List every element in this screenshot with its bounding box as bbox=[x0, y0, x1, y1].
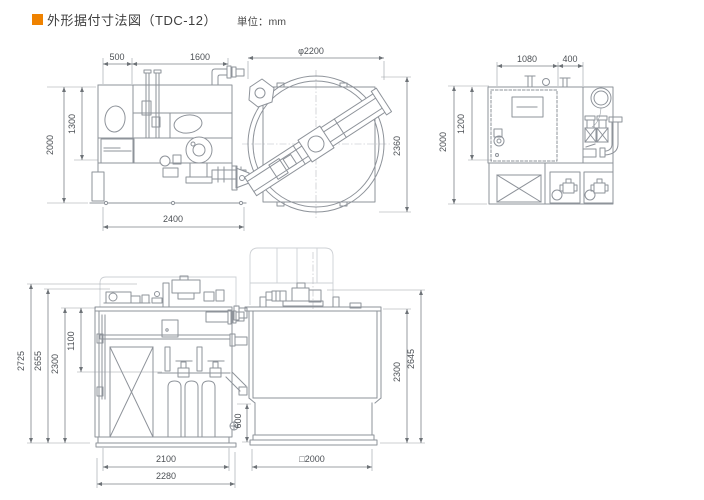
rear-view-drawing bbox=[487, 75, 623, 205]
dim-front-2655: 2655 bbox=[33, 351, 43, 371]
tank-view-dimensions: 600 2300 2645 □2000 bbox=[233, 289, 425, 471]
dim-tank-2645: 2645 bbox=[406, 349, 416, 369]
dim-side-500: 500 bbox=[109, 52, 124, 62]
front-view-dimensions: 2725 2655 2300 1100 2100 2280 bbox=[16, 283, 236, 488]
dim-tank-2000sq: □2000 bbox=[299, 454, 324, 464]
dim-rear-2000: 2000 bbox=[438, 132, 448, 152]
dim-front-1100: 1100 bbox=[66, 331, 76, 350]
dim-side-2000: 2000 bbox=[45, 135, 55, 155]
dim-plan-diameter: φ2200 bbox=[298, 46, 324, 56]
side-view-drawing bbox=[89, 65, 247, 206]
dim-tank-600: 600 bbox=[233, 413, 243, 428]
side-view-dimensions: 500 1600 2000 1300 2400 bbox=[45, 52, 245, 231]
dim-side-1600: 1600 bbox=[190, 52, 210, 62]
dim-plan-2360: 2360 bbox=[392, 136, 402, 156]
dim-front-2280: 2280 bbox=[156, 471, 176, 481]
dim-rear-1200: 1200 bbox=[456, 114, 466, 134]
dim-front-2300: 2300 bbox=[50, 354, 60, 374]
drawing-title: 外形据付寸法図（TDC-12） bbox=[47, 13, 218, 28]
rear-view-dimensions: 1080 400 2000 1200 bbox=[438, 54, 584, 205]
dim-side-1300: 1300 bbox=[67, 114, 77, 134]
plan-view-dimensions: φ2200 2360 bbox=[247, 46, 411, 213]
dim-front-2725: 2725 bbox=[16, 351, 26, 371]
heading-bullet-square bbox=[32, 14, 43, 25]
dim-side-2400: 2400 bbox=[163, 214, 183, 224]
plan-view-drawing bbox=[231, 70, 393, 218]
tank-view-drawing bbox=[229, 247, 382, 446]
unit-label: 単位：mm bbox=[237, 16, 286, 28]
dim-tank-2300: 2300 bbox=[392, 362, 402, 382]
dim-rear-400: 400 bbox=[562, 54, 577, 64]
dim-rear-1080: 1080 bbox=[517, 54, 537, 64]
dim-front-2100: 2100 bbox=[156, 454, 176, 464]
front-view-drawing bbox=[94, 275, 248, 448]
